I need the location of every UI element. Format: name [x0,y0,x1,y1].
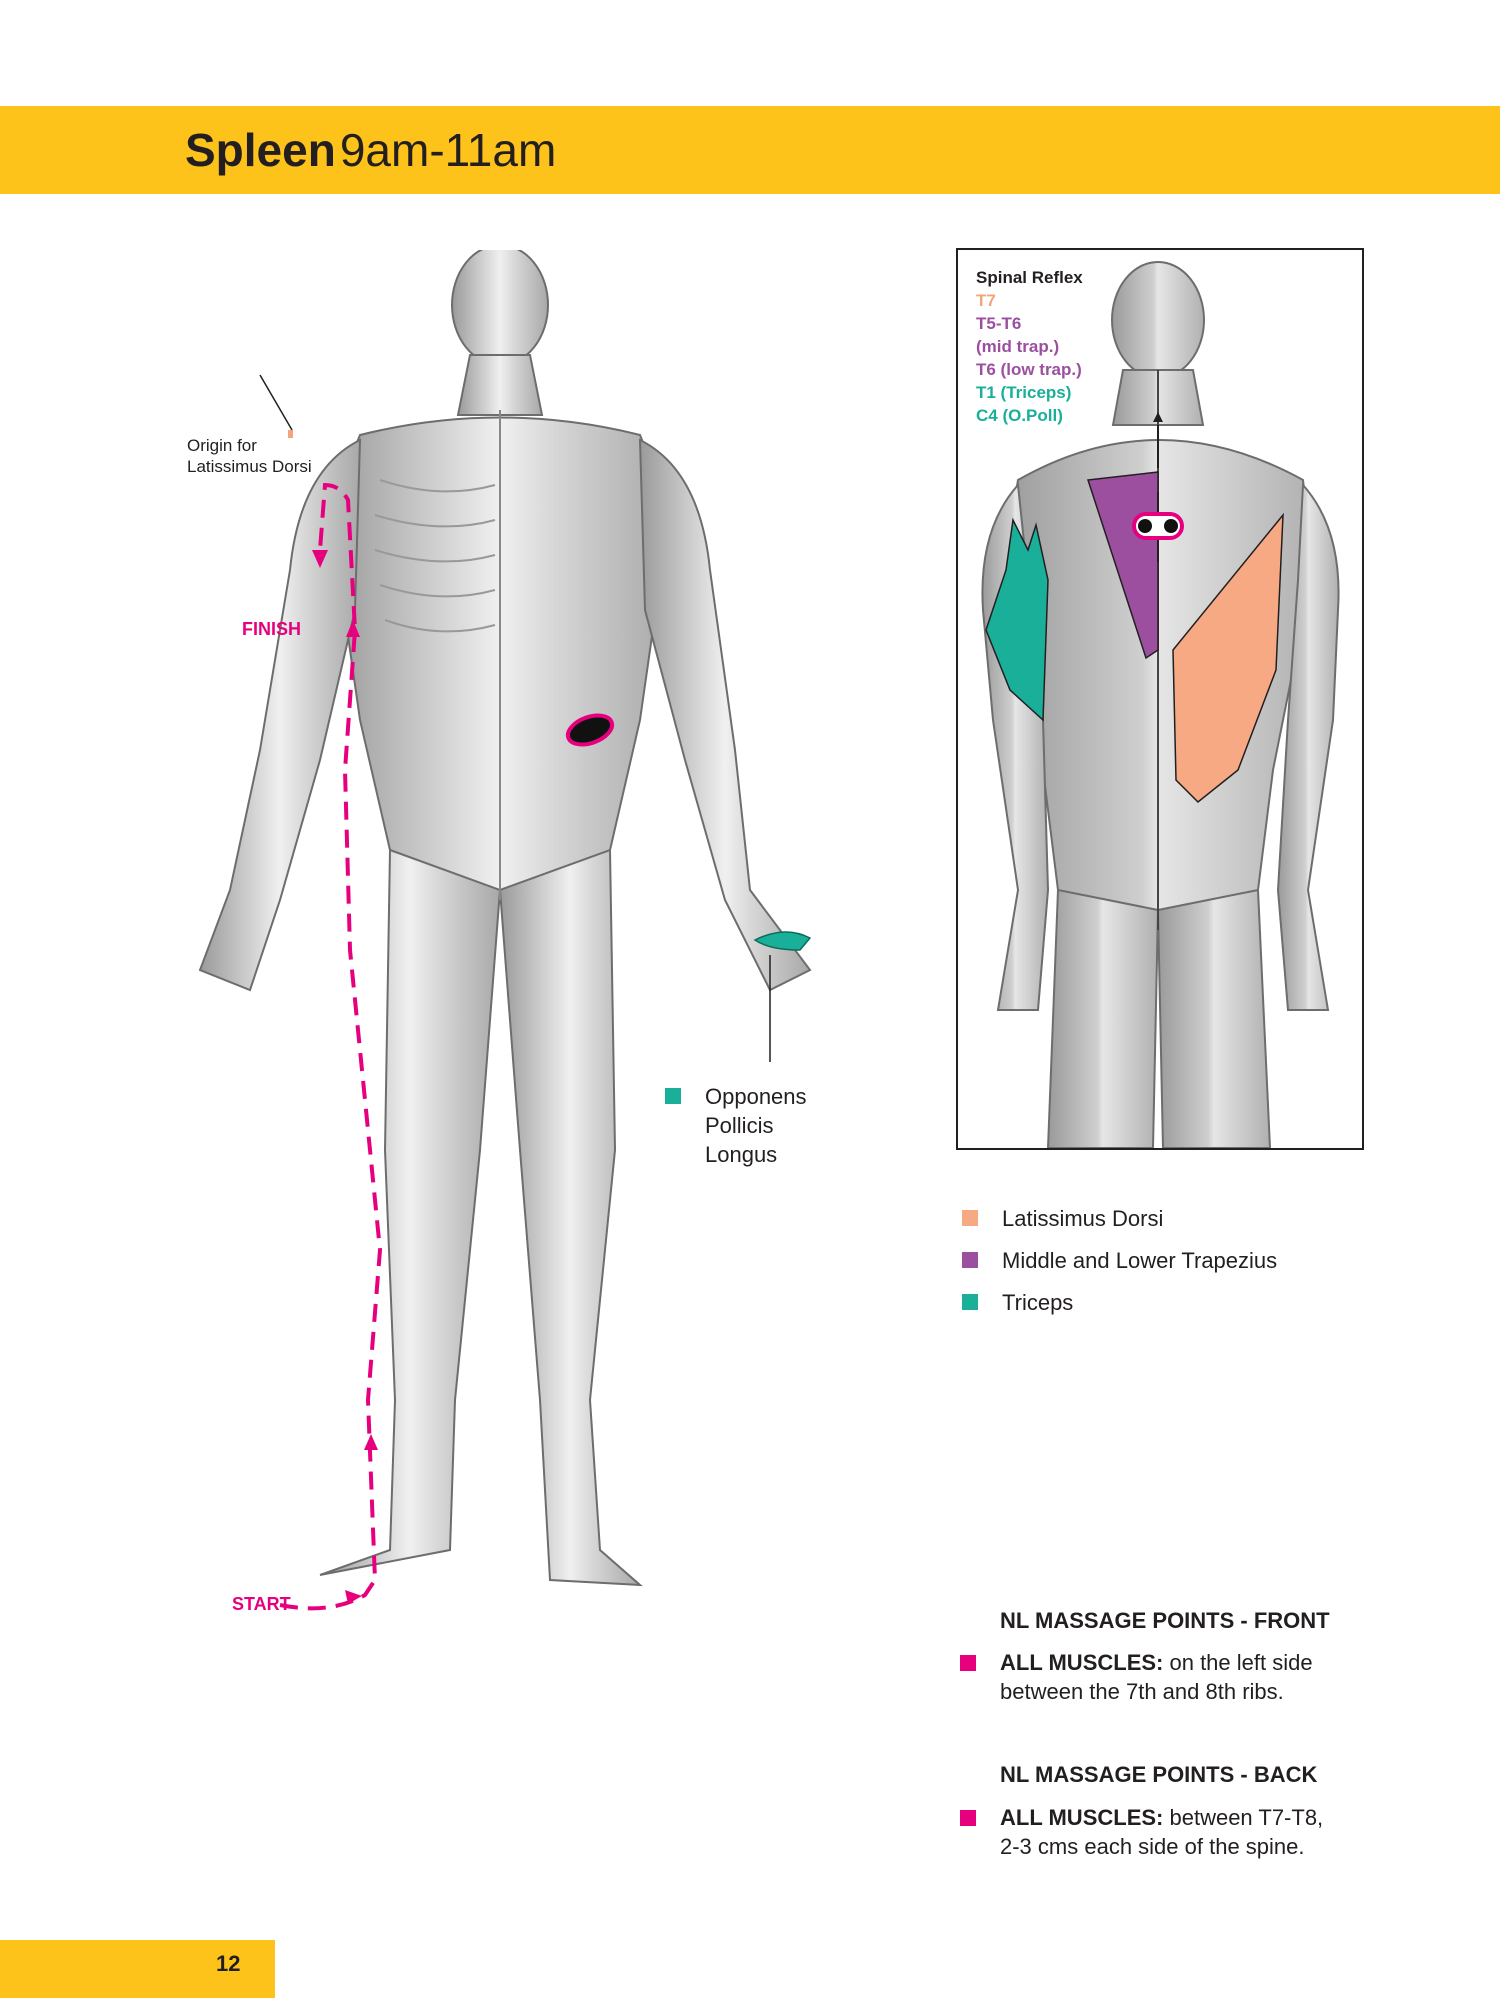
legend-item: Middle and Lower Trapezius [962,1246,1277,1275]
title-organ: Spleen [185,124,336,176]
nl-front-heading: NL MASSAGE POINTS - FRONT [1000,1608,1330,1633]
opponens-swatch [665,1088,681,1104]
nl-front-marker [565,713,615,747]
legend-label: Latissimus Dorsi [1002,1206,1164,1231]
legend-label: Triceps [1002,1290,1074,1315]
triceps-area [985,517,1049,722]
front-arm-right [198,438,362,992]
front-body-illustration [198,250,812,1611]
title-time: 9am-11am [339,124,557,176]
nl-back-dot-left [1138,519,1152,533]
front-arm-left [638,438,812,992]
nl-front-bold: ALL MUSCLES: [1000,1650,1164,1675]
back-arm-right [1276,482,1340,1011]
spinal-reflex-heading: Spinal Reflex [976,268,1083,287]
nl-back-text-1: between T7-T8, [1163,1805,1324,1830]
header-band [0,106,1500,194]
spinal-reflex-item: C4 (O.Poll) [976,406,1063,425]
spinal-arrowhead-top [1153,412,1163,422]
front-neck [456,354,544,416]
legend-item: Triceps [962,1288,1073,1317]
origin-label-line2: Latissimus Dorsi [187,457,312,476]
arrow-upper [346,620,360,637]
nl-back-heading: NL MASSAGE POINTS - BACK [1000,1762,1318,1787]
latissimus-area [1172,512,1284,804]
nl-back-text-2: 2-3 cms each side of the spine. [1000,1834,1305,1859]
opponens-label-line: Opponens [705,1084,807,1109]
nl-back-dot-right [1164,519,1178,533]
origin-marker [288,430,293,438]
back-leg-right [1156,888,1272,1148]
nl-front-swatch [960,1655,976,1671]
opponens-thumb-marker [753,931,812,951]
legend-swatch [962,1210,978,1226]
origin-label: Origin for Latissimus Dorsi [187,435,312,477]
back-head [1111,261,1205,379]
origin-label-line1: Origin for [187,436,257,455]
back-body-illustration [981,261,1340,1148]
spinal-reflex-item: (mid trap.) [976,337,1060,356]
meridian-path [279,482,383,1611]
spinal-reflex-item: T7 [976,291,996,310]
start-label: START [232,1594,291,1614]
nl-front-item: ALL MUSCLES: on the left side between th… [960,1648,1313,1706]
opponens-label-line: Longus [705,1142,778,1167]
legend-label: Middle and Lower Trapezius [1002,1248,1278,1273]
legend-swatch [962,1294,978,1310]
page-title: Spleen9am-11am [185,122,556,178]
front-leg-right [319,848,502,1576]
arrow-finish [312,550,328,568]
nl-back-bold: ALL MUSCLES: [1000,1805,1164,1830]
page-number-tab [0,1940,275,1998]
spinal-reflex-item: T5-T6 [976,314,1022,333]
spinal-reflex-item: T1 (Triceps) [976,383,1072,402]
arrow-knee [364,1434,378,1450]
origin-leader-line [259,374,293,431]
nl-back-swatch [960,1810,976,1826]
front-ribs [374,479,496,633]
finish-label: FINISH [242,619,302,639]
front-leg-left [498,848,643,1587]
arrow-start [345,1590,362,1604]
legend-swatch [962,1252,978,1268]
spinal-reflex-item: T6 (low trap.) [976,360,1082,379]
front-head [451,250,549,366]
nl-back-item: ALL MUSCLES: between T7-T8, 2-3 cms each… [960,1803,1323,1861]
nl-front-text-2: between the 7th and 8th ribs. [1000,1679,1284,1704]
back-leg-left [1046,888,1160,1148]
page-number: 12 [216,1951,241,1976]
legend-item: Latissimus Dorsi [962,1204,1163,1233]
nl-front-text-1: on the left side [1163,1650,1313,1675]
opponens-label-line: Pollicis [705,1113,774,1138]
